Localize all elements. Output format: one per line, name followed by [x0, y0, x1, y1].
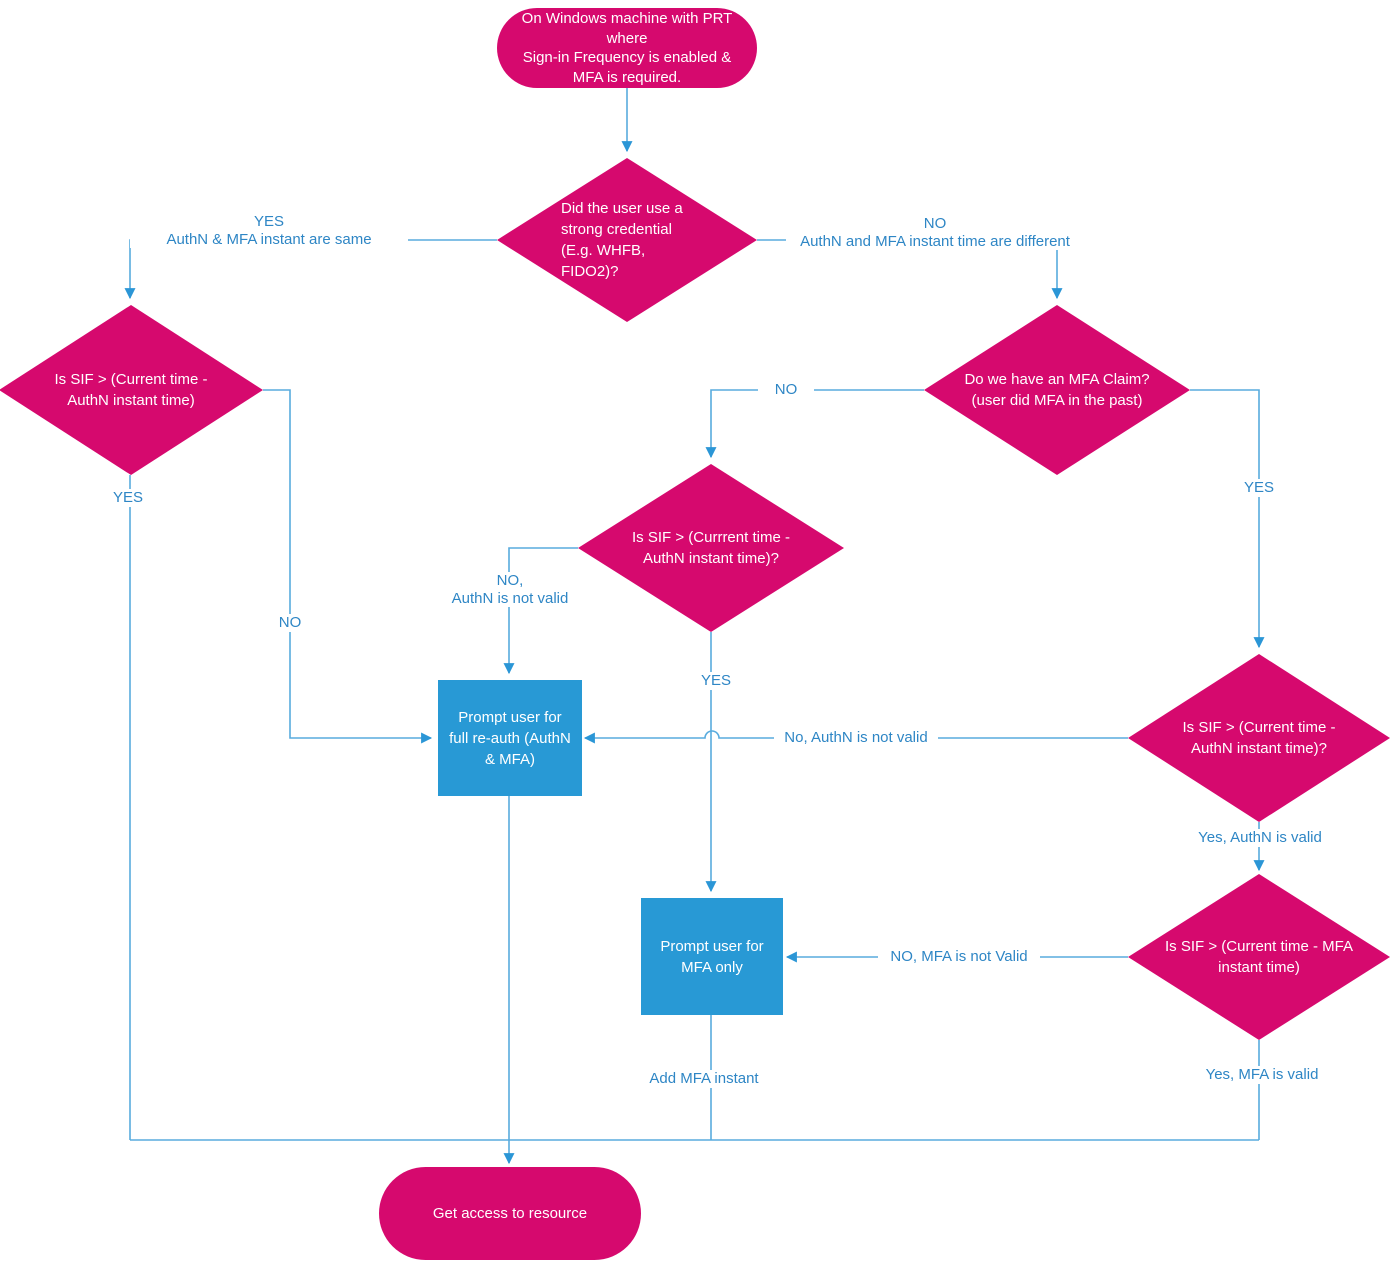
- label-no-different: NO AuthN and MFA instant time are differ…: [786, 215, 1084, 251]
- node-end: Get access to resource: [379, 1167, 641, 1260]
- edge-sif-left-no-to-full-reauth: [263, 389, 433, 744]
- node-start: On Windows machine with PRT where Sign-i…: [497, 8, 757, 88]
- edge-mfa-claim-yes-to-sif-right: [1190, 389, 1265, 649]
- label-add-mfa-instant: Add MFA instant: [637, 1070, 771, 1088]
- node-strong-credential-label: Did the user use a strong credential (E.…: [561, 200, 683, 280]
- label-yes-claim: YES: [1231, 479, 1287, 497]
- label-yes-same: YES AuthN & MFA instant are same: [130, 213, 408, 249]
- edge-sif-right-no-to-full-reauth: [583, 730, 1128, 744]
- label-no-left: NO: [262, 614, 318, 632]
- label-yes-mid: YES: [688, 672, 744, 690]
- edge-credential-yes-to-sif-left: [124, 239, 497, 300]
- label-no-authn-not-valid-mid: NO, AuthN is not valid: [428, 572, 592, 608]
- node-full-reauth-process: Prompt user for full re-auth (AuthN & MF…: [438, 680, 582, 796]
- label-no-mid: NO: [758, 381, 814, 399]
- label-yes-authn-valid: Yes, AuthN is valid: [1178, 829, 1342, 847]
- label-yes-left: YES: [100, 489, 156, 507]
- label-yes-mfa-valid: Yes, MFA is valid: [1196, 1066, 1328, 1084]
- edge-mfa-claim-no-to-sif-mid: [705, 389, 924, 459]
- node-mfa-only-process: Prompt user for MFA only: [641, 898, 783, 1015]
- edge-sif-mid-no-to-full-reauth: [503, 547, 578, 675]
- label-no-mfa-not-valid: NO, MFA is not Valid: [878, 948, 1040, 966]
- label-no-authn-not-valid-right: No, AuthN is not valid: [774, 729, 938, 747]
